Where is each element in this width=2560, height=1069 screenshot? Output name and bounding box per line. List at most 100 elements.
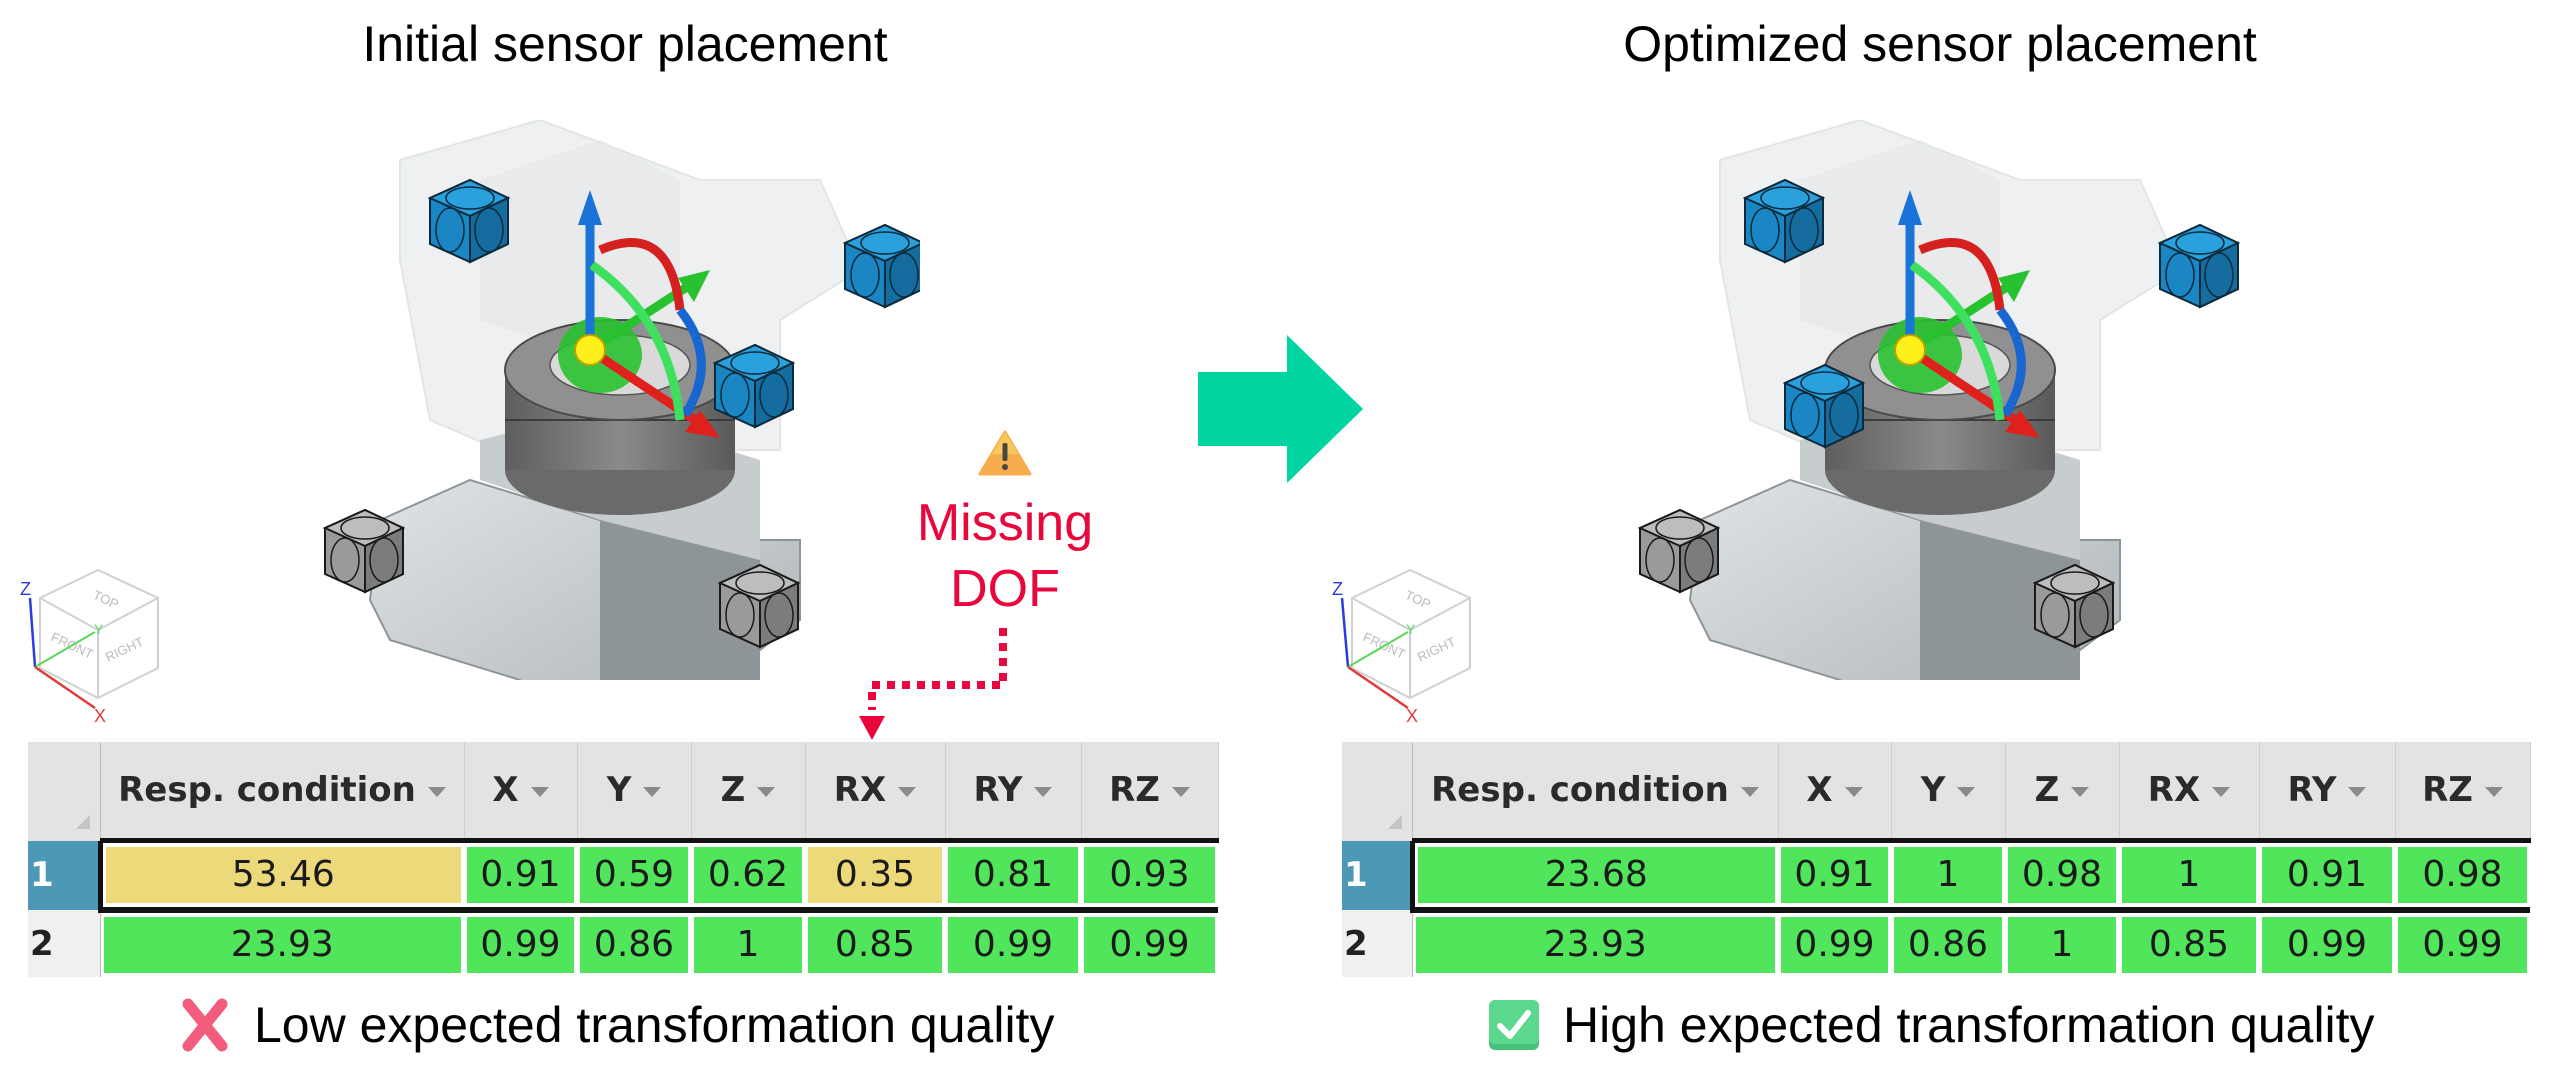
column-header-ry[interactable]: RY bbox=[2259, 742, 2396, 841]
table-cell[interactable]: 0.98 bbox=[2005, 838, 2119, 913]
table-cell[interactable]: 0.85 bbox=[805, 910, 945, 977]
dotted-pointer-arrow bbox=[859, 628, 1007, 740]
table-cell[interactable]: 0.99 bbox=[945, 910, 1081, 977]
panel-title-initial: Initial sensor placement bbox=[362, 16, 888, 72]
table-cell[interactable]: 1 bbox=[691, 910, 805, 977]
z-axis-line bbox=[1340, 597, 1350, 668]
row-number[interactable]: 2 bbox=[1342, 910, 1413, 977]
column-header-rx[interactable]: RX bbox=[2119, 742, 2260, 841]
table-cell[interactable]: 23.93 bbox=[1412, 910, 1778, 977]
table-cell[interactable]: 0.59 bbox=[577, 838, 691, 913]
table-cell[interactable]: 53.46 bbox=[97, 838, 464, 913]
view-cube-top-face[interactable]: TOP bbox=[1403, 587, 1433, 612]
row-number[interactable]: 1 bbox=[1342, 840, 1413, 910]
table-cell[interactable]: 0.99 bbox=[2259, 910, 2395, 977]
column-header-resp-condition[interactable]: Resp. condition bbox=[100, 742, 465, 841]
table-cell[interactable]: 1 bbox=[1891, 838, 2005, 913]
column-header-rz[interactable]: RZ bbox=[2395, 742, 2531, 841]
view-cube-top-face[interactable]: TOP bbox=[91, 587, 121, 612]
cell-value: 0.99 bbox=[1781, 917, 1888, 973]
table-cell[interactable]: 0.62 bbox=[691, 838, 805, 913]
table-cell[interactable]: 0.99 bbox=[2395, 910, 2530, 977]
table-cell[interactable]: 23.93 bbox=[100, 910, 464, 977]
view-cube-right-face[interactable]: RIGHT bbox=[1415, 634, 1458, 665]
table-cell[interactable]: 1 bbox=[2119, 838, 2259, 913]
view-cube-right-face[interactable]: RIGHT bbox=[103, 634, 146, 665]
verdict-text: High expected transformation quality bbox=[1563, 997, 2375, 1053]
column-header-rx[interactable]: RX bbox=[805, 742, 946, 841]
panel-title-optimized: Optimized sensor placement bbox=[1623, 16, 2257, 72]
view-cube[interactable]: TOP FRONT RIGHT X Y Z bbox=[0, 550, 200, 740]
table-cell[interactable]: 1 bbox=[2005, 910, 2119, 977]
column-header-label: RZ bbox=[2422, 770, 2473, 810]
select-all-corner[interactable] bbox=[28, 742, 101, 841]
filter-dropdown-icon[interactable] bbox=[1957, 786, 1976, 797]
right-arrow-icon bbox=[1198, 335, 1363, 483]
cell-value: 1 bbox=[1894, 847, 2002, 903]
column-header-ry[interactable]: RY bbox=[945, 742, 1082, 841]
sensor-left-of-hub bbox=[1784, 364, 1864, 448]
table-cell[interactable]: 0.91 bbox=[1778, 838, 1891, 913]
table-cell[interactable]: 0.93 bbox=[1081, 838, 1218, 913]
filter-dropdown-icon[interactable] bbox=[898, 786, 917, 797]
column-header-y[interactable]: Y bbox=[577, 742, 692, 841]
filter-dropdown-icon[interactable] bbox=[530, 786, 549, 797]
y-axis-line bbox=[34, 631, 96, 668]
table-cell[interactable]: 0.98 bbox=[2395, 838, 2530, 913]
cell-value: 0.98 bbox=[2398, 847, 2527, 903]
missing-dof-line1: Missing bbox=[916, 494, 1094, 552]
filter-dropdown-icon[interactable] bbox=[1844, 786, 1863, 797]
filter-dropdown-icon[interactable] bbox=[757, 786, 776, 797]
optimized-placement-3d-view bbox=[1620, 120, 2240, 680]
view-cube[interactable]: TOP FRONT RIGHT X Y Z bbox=[1300, 550, 1500, 740]
row-number[interactable]: 2 bbox=[28, 910, 101, 977]
table-cell[interactable]: 0.86 bbox=[1891, 910, 2005, 977]
verdict-low-quality: Low expected transformation quality bbox=[178, 990, 1054, 1060]
cell-value: 1 bbox=[2008, 917, 2116, 973]
column-header-z[interactable]: Z bbox=[691, 742, 806, 841]
cell-value: 0.85 bbox=[808, 917, 942, 973]
row-number[interactable]: 1 bbox=[28, 840, 101, 910]
table-cell[interactable]: 23.68 bbox=[1409, 838, 1778, 913]
filter-dropdown-icon[interactable] bbox=[2212, 786, 2231, 797]
table-cell[interactable]: 0.91 bbox=[2259, 838, 2395, 913]
column-header-resp-condition[interactable]: Resp. condition bbox=[1412, 742, 1779, 841]
column-header-rz[interactable]: RZ bbox=[1081, 742, 1219, 841]
column-header-x[interactable]: X bbox=[1778, 742, 1892, 841]
column-header-z[interactable]: Z bbox=[2005, 742, 2120, 841]
filter-dropdown-icon[interactable] bbox=[2484, 786, 2503, 797]
filter-dropdown-icon[interactable] bbox=[1034, 786, 1053, 797]
cell-value: 23.93 bbox=[1415, 917, 1775, 973]
table-cell[interactable]: 0.35 bbox=[805, 838, 945, 913]
cell-value: 0.86 bbox=[580, 917, 688, 973]
table-cell[interactable]: 0.81 bbox=[945, 838, 1081, 913]
column-header-label: RX bbox=[2147, 770, 2201, 810]
filter-dropdown-icon[interactable] bbox=[643, 786, 662, 797]
select-all-corner[interactable] bbox=[1342, 742, 1413, 841]
sensor-right bbox=[2159, 224, 2239, 308]
column-header-y[interactable]: Y bbox=[1891, 742, 2006, 841]
cell-value: 23.93 bbox=[103, 917, 461, 973]
column-header-x[interactable]: X bbox=[464, 742, 578, 841]
table-cell[interactable]: 0.85 bbox=[2119, 910, 2259, 977]
filter-dropdown-icon[interactable] bbox=[427, 786, 446, 797]
column-header-label: X bbox=[492, 770, 519, 810]
table-cell[interactable]: 0.99 bbox=[1081, 910, 1218, 977]
table-cell[interactable]: 0.91 bbox=[464, 838, 577, 913]
table-cell[interactable]: 0.86 bbox=[577, 910, 691, 977]
cell-value: 0.91 bbox=[467, 847, 574, 903]
sensor-right bbox=[844, 224, 924, 308]
filter-dropdown-icon[interactable] bbox=[2348, 786, 2367, 797]
filter-dropdown-icon[interactable] bbox=[1171, 786, 1190, 797]
filter-dropdown-icon[interactable] bbox=[2071, 786, 2090, 797]
filter-dropdown-icon[interactable] bbox=[1740, 786, 1759, 797]
table-cell[interactable]: 0.99 bbox=[1778, 910, 1891, 977]
table-cell[interactable]: 0.99 bbox=[464, 910, 577, 977]
column-header-label: RY bbox=[973, 770, 1023, 810]
sensor-bottom-left bbox=[1639, 509, 1719, 593]
cell-value: 0.99 bbox=[1084, 917, 1215, 973]
